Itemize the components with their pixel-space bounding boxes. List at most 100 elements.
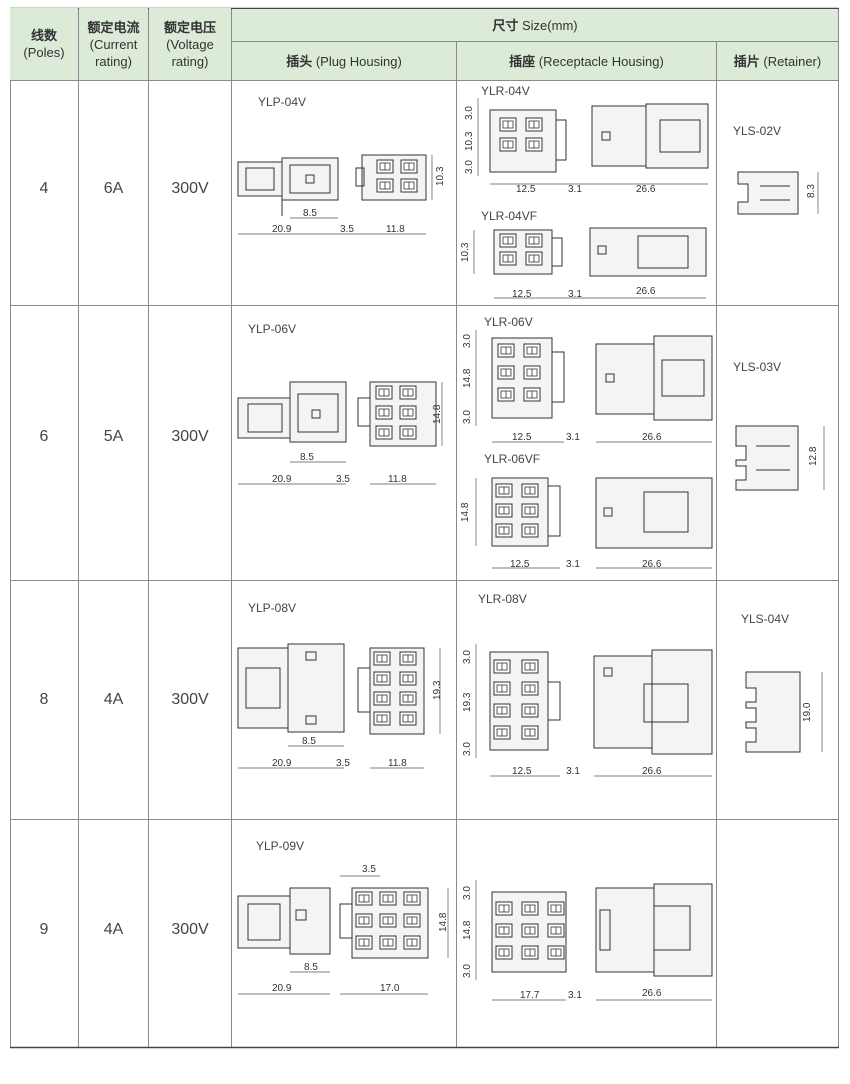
row1-plug-dim-h: 10.3 <box>435 166 446 186</box>
row1-rec2-model: YLR-04VF <box>481 209 538 223</box>
row3-voltage: 300V <box>171 691 209 708</box>
header-voltage-en2: rating) <box>171 53 209 69</box>
row4-rec1-dim-m: 14.8 <box>462 920 473 940</box>
row4-plug-front-view <box>339 887 429 959</box>
row1-plug-dim-a: 8.5 <box>303 208 317 219</box>
row2-plug-front-view <box>357 381 437 447</box>
row1-rec1-dim-w: 12.5 <box>516 184 536 195</box>
row2-rec1-dim-l: 26.6 <box>642 432 662 443</box>
row3-plug-dim-a: 8.5 <box>302 736 316 747</box>
row3-plug-model: YLP-08V <box>248 601 297 615</box>
row1-rec2-dim-l: 26.6 <box>636 286 656 297</box>
row4-rec1-dim-w: 17.7 <box>520 990 540 1001</box>
row2-plug-dim-a: 8.5 <box>300 452 314 463</box>
header-retainer: 插片 (Retainer) <box>717 42 838 80</box>
header-current: 额定电流 (Current rating) <box>79 8 148 80</box>
row1-retainer-dim: 8.3 <box>806 184 817 198</box>
row1-rec1-dim-m: 10.3 <box>464 131 475 151</box>
row3-plug-dim-d: 11.8 <box>388 758 407 769</box>
header-size-en: Size(mm) <box>518 17 578 33</box>
row2-retainer-model: YLS-03V <box>733 360 782 374</box>
row3-plug-dim-b: 20.9 <box>272 758 292 769</box>
row2-plug-side-view <box>237 381 347 443</box>
row3-plug-front-view <box>357 647 425 735</box>
row1-rec2-dim-g: 3.1 <box>568 289 582 300</box>
row2-current: 5A <box>103 428 124 445</box>
row4-plug-model: YLP-09V <box>256 839 305 853</box>
row1-plug-dim-b: 20.9 <box>272 224 292 235</box>
row4-plug-dim-top: 3.5 <box>362 864 376 875</box>
row3-rec1-dim-t: 3.0 <box>462 650 473 664</box>
row3-rec1-dim-l: 26.6 <box>642 766 662 777</box>
row3-rec1-model: YLR-08V <box>478 592 527 606</box>
row1-plug-dim-c: 3.5 <box>340 224 354 235</box>
row2-rec1-dim-m: 14.8 <box>462 368 473 388</box>
row1-rec1-dim-g: 3.1 <box>568 184 582 195</box>
header-receptacle-en: (Receptacle Housing) <box>535 53 664 69</box>
row1-plug-front-view <box>355 154 427 201</box>
header-voltage-zh: 额定电压 <box>163 19 216 35</box>
row2-rec2-dim-m: 14.8 <box>460 502 471 522</box>
row4-rec1-dim-l: 26.6 <box>642 988 662 999</box>
header-poles-en: (Poles) <box>23 45 65 60</box>
row1-poles: 4 <box>39 180 49 197</box>
header-poles: 线数 (Poles) <box>10 8 78 80</box>
dimension-labels: 8.5 20.9 3.5 11.8 10.3 3.0 10.3 3.0 12.5… <box>272 106 819 1001</box>
row3-rec1-side-view <box>593 649 713 755</box>
row2-rec2-front-view <box>491 477 561 547</box>
row2-poles: 6 <box>39 428 49 445</box>
row2-plug-dim-c: 3.5 <box>336 474 350 485</box>
row2-rec2-model: YLR-06VF <box>484 452 541 466</box>
header-voltage-en1: (Voltage <box>166 36 214 52</box>
header-voltage: 额定电压 (Voltage rating) <box>149 8 231 80</box>
row3-retainer-model: YLS-04V <box>741 612 790 626</box>
row2-rec1-dim-g: 3.1 <box>566 432 580 443</box>
row4-voltage: 300V <box>171 921 209 938</box>
row3-rec1-dim-m: 19.3 <box>462 692 473 712</box>
row3-plug-side-view <box>237 643 345 733</box>
row1-rec1-dim-b2: 3.0 <box>464 160 475 174</box>
row2-rec1-side-view <box>595 335 713 421</box>
row1-rec1-dim-l: 26.6 <box>636 184 656 195</box>
header-current-zh: 额定电流 <box>87 19 140 35</box>
row2-plug-dim-h: 14.8 <box>432 404 443 424</box>
row2-plug-dim-d: 11.8 <box>388 474 407 485</box>
row3-poles: 8 <box>39 691 49 708</box>
header-receptacle-zh: 插座 <box>509 53 536 69</box>
row2-plug-model: YLP-06V <box>248 322 297 336</box>
row2-plug-dim-b: 20.9 <box>272 474 292 485</box>
row3-rec1-dim-b2: 3.0 <box>462 742 473 756</box>
row4-rec1-side-view <box>595 883 713 977</box>
header-size: 尺寸 Size(mm) <box>232 9 838 41</box>
row1-rec2-side-view <box>589 227 707 277</box>
row4-plug-dim-d: 17.0 <box>380 983 400 994</box>
row4-rec1-dim-t: 3.0 <box>462 886 473 900</box>
row4-rec1-dim-b2: 3.0 <box>462 964 473 978</box>
row2-rec1-front-view <box>491 337 565 419</box>
row1-voltage: 300V <box>171 180 209 197</box>
row1-retainer-model: YLS-02V <box>733 124 782 138</box>
header-receptacle: 插座 (Receptacle Housing) <box>457 42 716 80</box>
header-size-zh: 尺寸 <box>492 17 519 33</box>
row3-retainer-dim: 19.0 <box>802 702 813 722</box>
header-current-en1: (Current <box>89 36 138 52</box>
row3-plug-dim-h: 19.3 <box>432 680 443 700</box>
header-plug-en: (Plug Housing) <box>312 53 402 69</box>
row2-retainer-drawing <box>735 425 799 491</box>
row1-rec2-front-view <box>493 229 563 275</box>
header-plug: 插头 (Plug Housing) <box>232 42 456 80</box>
row1-plug-dim-d: 11.8 <box>386 224 405 235</box>
row3-current: 4A <box>103 691 124 708</box>
row4-plug-side-view <box>237 887 331 955</box>
row2-rec1-dim-w: 12.5 <box>512 432 532 443</box>
row1-plug-side-view <box>237 157 339 216</box>
row2-rec2-side-view <box>595 477 713 549</box>
row4-current: 4A <box>103 921 124 938</box>
row3-rec1-dim-g: 3.1 <box>566 766 580 777</box>
header-current-en2: rating) <box>95 53 132 69</box>
row3-rec1-front-view <box>489 651 561 751</box>
row2-rec2-dim-l: 26.6 <box>642 559 662 570</box>
row3-plug-dim-c: 3.5 <box>336 758 350 769</box>
row1-current: 6A <box>103 180 124 197</box>
